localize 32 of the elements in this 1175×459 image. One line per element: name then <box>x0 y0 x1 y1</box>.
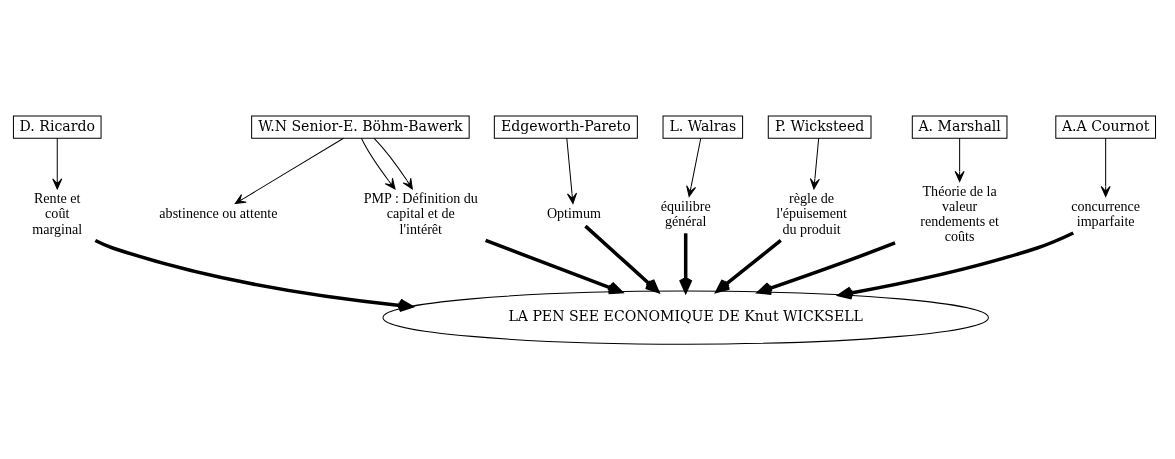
node-text: Théorie de la valeur rendements et coûts <box>920 182 999 244</box>
node-text: Rente et coût marginal <box>32 189 83 237</box>
node-box: W.N Senior-E. Böhm-Bawerk <box>251 115 470 139</box>
arrow <box>373 137 413 189</box>
arrow <box>1100 137 1111 197</box>
node-text: abstinence ou attente <box>159 204 278 221</box>
node-box: A. Marshall <box>911 115 1008 139</box>
node-text: règle de l'épuisement du produit <box>776 189 847 237</box>
node-box: L. Walras <box>662 115 744 139</box>
node-box: Edgeworth-Pareto <box>493 115 638 139</box>
arrow <box>809 137 820 189</box>
node-box: A.A Cournot <box>1055 115 1157 139</box>
arrow <box>234 137 345 204</box>
arrow <box>584 224 660 293</box>
node-box: P. Wicksteed <box>767 115 872 139</box>
arrow <box>686 137 702 197</box>
node-box: D. Ricardo <box>12 115 102 139</box>
node-text: Optimum <box>546 204 601 221</box>
node-text: équilibre général <box>660 197 711 229</box>
arrow <box>757 240 896 295</box>
arrow <box>566 137 578 204</box>
node-ellipse: LA PEN SEE ECONOMIQUE DE Knut WICKSELL <box>382 290 989 345</box>
arrow <box>94 238 413 312</box>
node-text: PMP : Définition du capital et de l'intérêt <box>363 189 478 237</box>
arrow <box>678 232 693 293</box>
node-text: concurrence imparfaite <box>1071 197 1141 229</box>
arrow <box>485 238 623 294</box>
arrow <box>838 230 1074 300</box>
arrow <box>360 137 396 189</box>
arrow <box>715 238 782 293</box>
arrow <box>52 137 63 189</box>
arrow <box>954 137 965 182</box>
